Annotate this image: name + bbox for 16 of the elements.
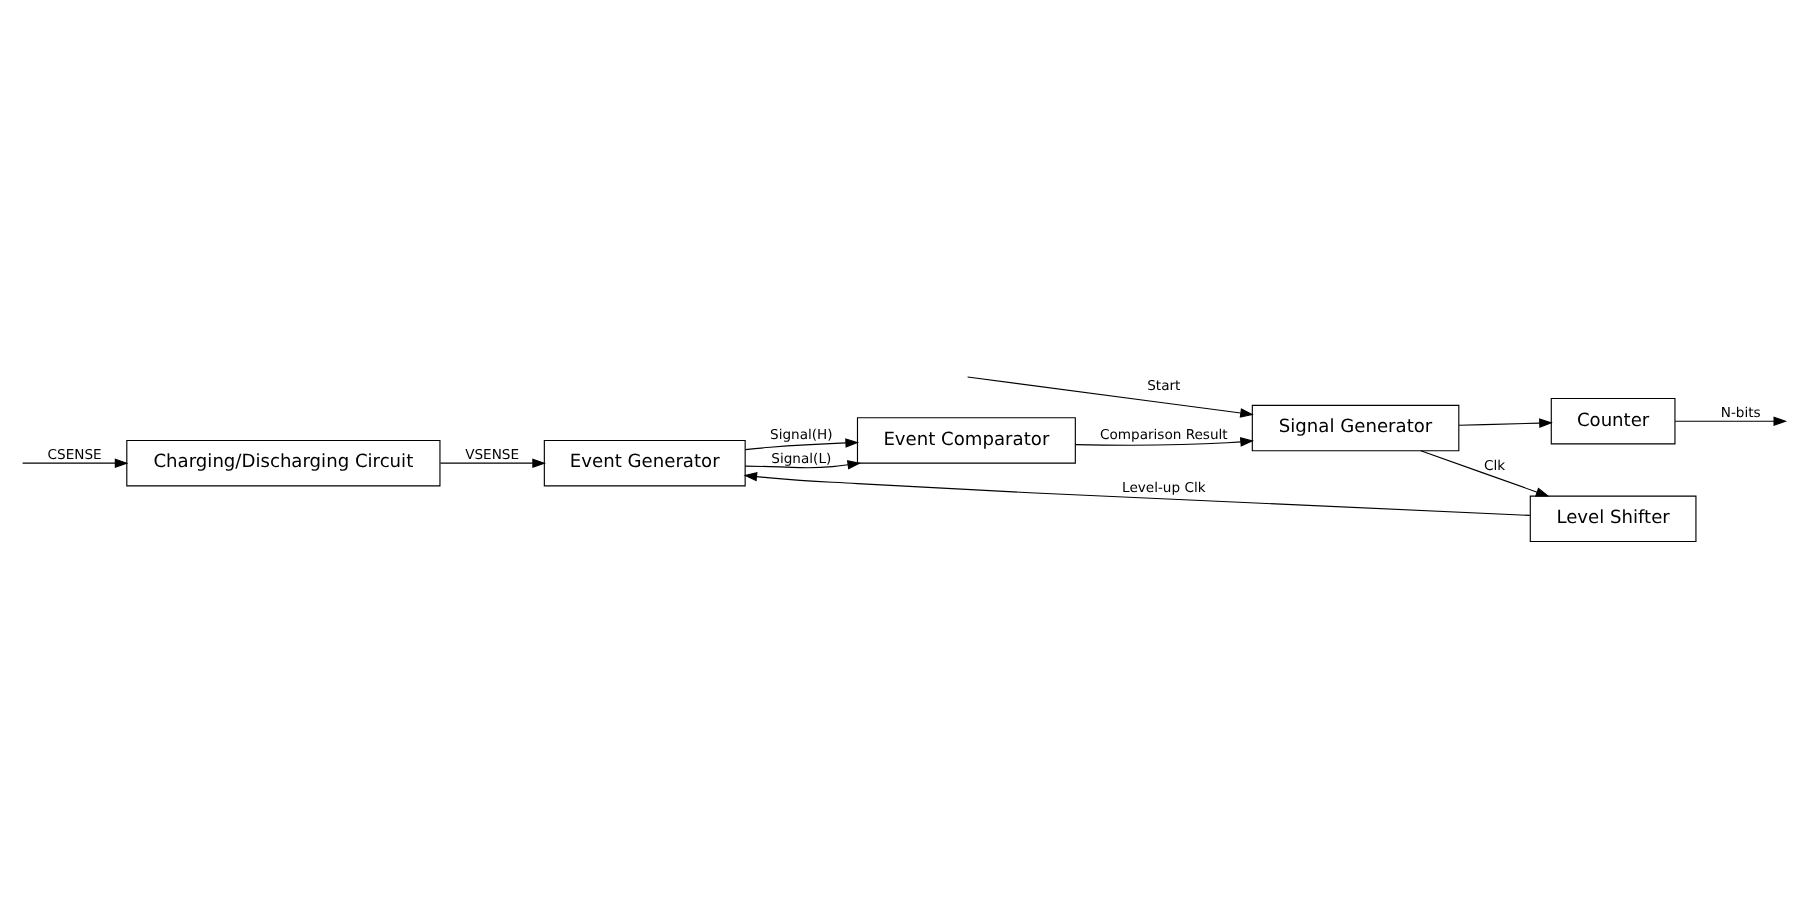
- node-box: Level Shifter: [1529, 495, 1697, 543]
- node-box: Counter: [1550, 397, 1676, 445]
- node-box: Event Comparator: [856, 417, 1076, 464]
- arrow: [744, 460, 862, 470]
- node-box: Charging/Discharging Circuit: [126, 439, 441, 487]
- arrow: [1074, 437, 1254, 447]
- arrow: [439, 458, 546, 468]
- node-box: Event Generator: [543, 439, 746, 487]
- arrow: [1420, 450, 1550, 497]
- arrow: [743, 471, 1531, 516]
- arrow: [1674, 416, 1788, 426]
- arrow: [967, 376, 1254, 418]
- arrow: [22, 458, 129, 468]
- arrow: [744, 438, 859, 451]
- node-box: Signal Generator: [1251, 404, 1460, 452]
- arrow: [1458, 418, 1553, 428]
